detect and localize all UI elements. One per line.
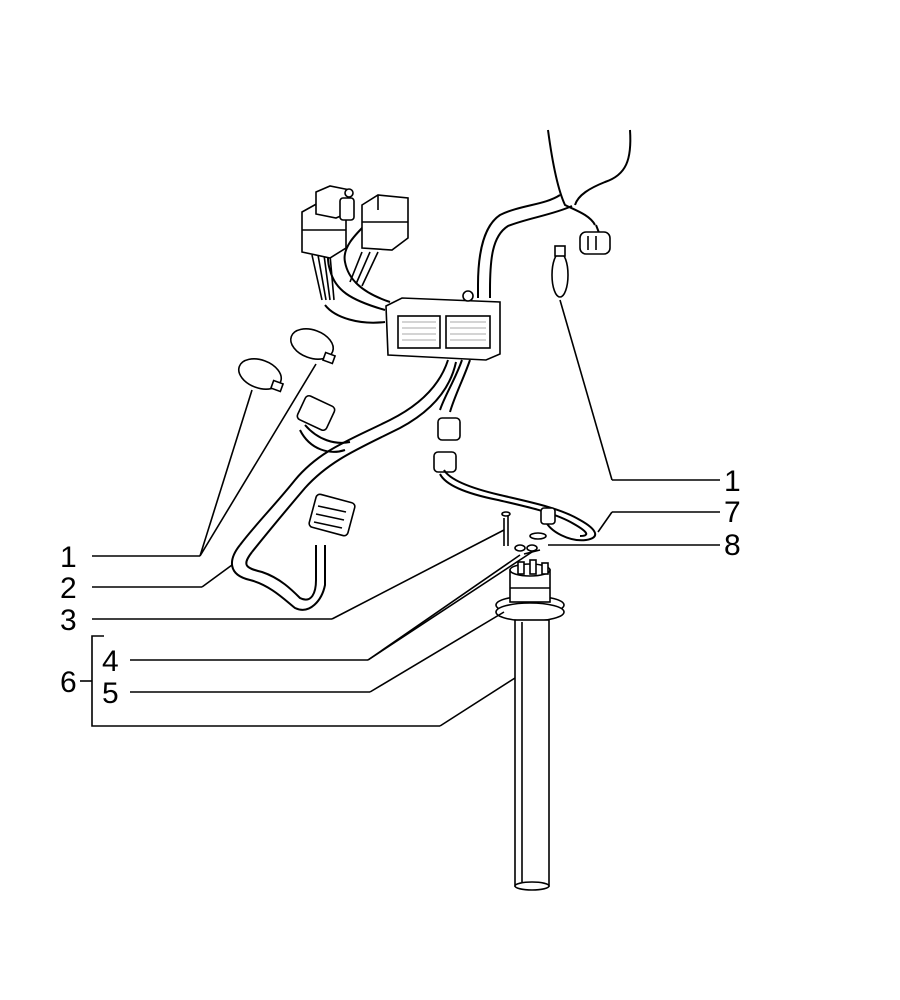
callout-2: 2 [60, 572, 77, 605]
leader-lines [80, 299, 720, 727]
cable-tie-right [551, 245, 569, 298]
terminal-eyelet [523, 532, 547, 555]
callout-8: 8 [724, 529, 741, 562]
callout-7: 7 [724, 496, 741, 529]
harness-connector-top [579, 231, 611, 255]
small-connector-upper [296, 394, 336, 432]
callout-1-right: 1 [724, 465, 741, 498]
fuel-level-sender [495, 559, 565, 891]
callout-3: 3 [60, 604, 77, 637]
callout-4: 4 [102, 645, 119, 678]
cable-tie-2 [289, 328, 337, 365]
connector-block-right [361, 194, 409, 251]
screw [501, 511, 511, 546]
washer-nut [514, 544, 538, 552]
sensor-plug [433, 417, 461, 473]
wiring-harness [231, 129, 632, 611]
sender-cable-clip [540, 507, 556, 525]
callout-5: 5 [102, 677, 119, 710]
cable-tie-1 [237, 358, 285, 393]
central-multi-pin-connector [385, 290, 501, 361]
connector-lower-left [308, 493, 356, 537]
callout-6: 6 [60, 666, 77, 699]
connector-wires [311, 251, 379, 301]
connector-block-left [301, 185, 355, 259]
callout-1-left: 1 [60, 541, 77, 574]
